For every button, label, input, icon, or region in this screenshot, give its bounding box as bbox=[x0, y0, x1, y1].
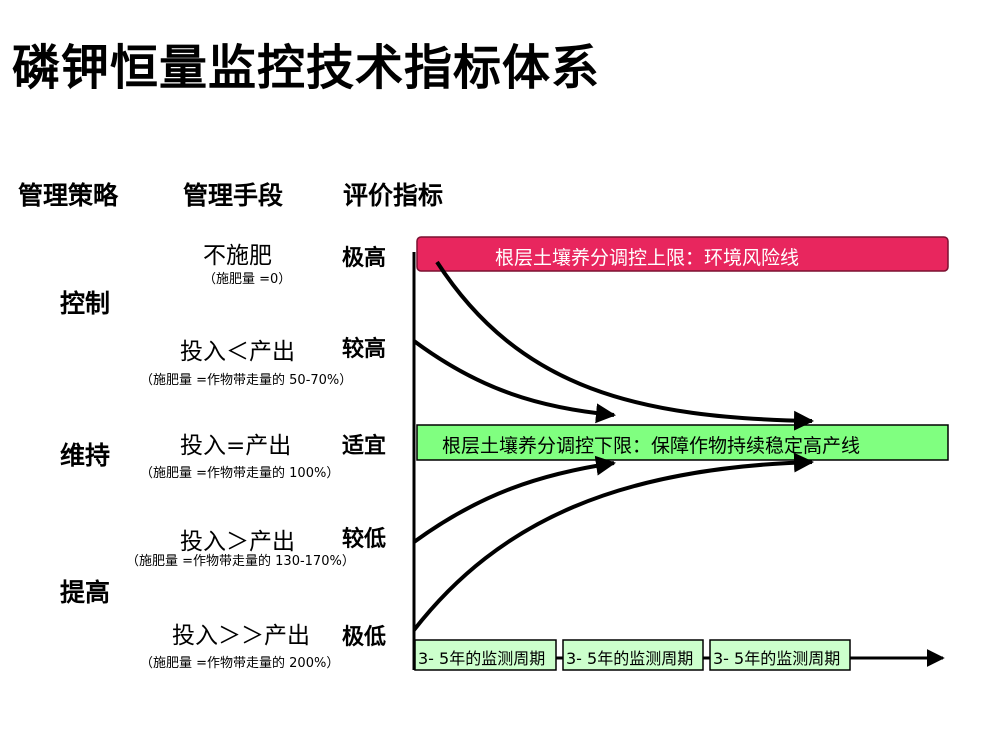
level-very-high: 极高 bbox=[342, 246, 387, 271]
means-note-5: （施肥量 =作物带走量的 200%） bbox=[140, 656, 340, 671]
upper-limit-label: 根层土壤养分调控上限：环境风险线 bbox=[495, 247, 800, 269]
level-very-low: 极低 bbox=[342, 625, 387, 650]
strategy-control: 控制 bbox=[60, 289, 111, 318]
upper-limit-bar bbox=[416, 236, 949, 272]
means-label-1: 不施肥 bbox=[203, 243, 272, 269]
curve-from-very-high bbox=[435, 260, 814, 431]
cycle-label-3: 3- 5年的监测周期 bbox=[713, 649, 841, 668]
cycle-label-1: 3- 5年的监测周期 bbox=[418, 649, 546, 668]
level-high: 较高 bbox=[342, 337, 387, 362]
header-indicator: 评价指标 bbox=[343, 181, 444, 210]
means-label-2: 投入＜产出 bbox=[180, 339, 295, 365]
level-optimal: 适宜 bbox=[342, 434, 387, 459]
means-label-5: 投入＞＞产出 bbox=[172, 623, 310, 649]
curve-from-very-low bbox=[412, 452, 814, 632]
means-note-2: （施肥量 =作物带走量的 50-70%） bbox=[140, 373, 353, 388]
strategy-maintain: 维持 bbox=[60, 441, 111, 470]
means-note-4: （施肥量 =作物带走量的 130-170%） bbox=[126, 554, 355, 569]
page-title: 磷钾恒量监控技术指标体系 bbox=[12, 40, 601, 96]
curve-from-low bbox=[412, 455, 616, 544]
strategy-improve: 提高 bbox=[60, 578, 111, 607]
lower-limit-label: 根层土壤养分调控下限：保障作物持续稳定高产线 bbox=[442, 435, 861, 457]
means-note-1: （施肥量 =0） bbox=[203, 272, 292, 287]
cycle-box-1 bbox=[414, 639, 557, 671]
cycle-label-2: 3- 5年的监测周期 bbox=[566, 649, 694, 668]
means-label-3: 投入=产出 bbox=[180, 433, 292, 459]
cycle-box-2 bbox=[562, 639, 704, 671]
header-strategy: 管理策略 bbox=[18, 181, 119, 210]
means-label-4: 投入＞产出 bbox=[180, 529, 295, 555]
level-low: 较低 bbox=[342, 527, 387, 552]
curve-from-high bbox=[412, 339, 616, 424]
means-note-3: （施肥量 =作物带走量的 100%） bbox=[140, 466, 340, 481]
cycle-box-3 bbox=[709, 639, 851, 671]
lower-limit-bar bbox=[416, 424, 949, 461]
header-means: 管理手段 bbox=[183, 181, 284, 210]
